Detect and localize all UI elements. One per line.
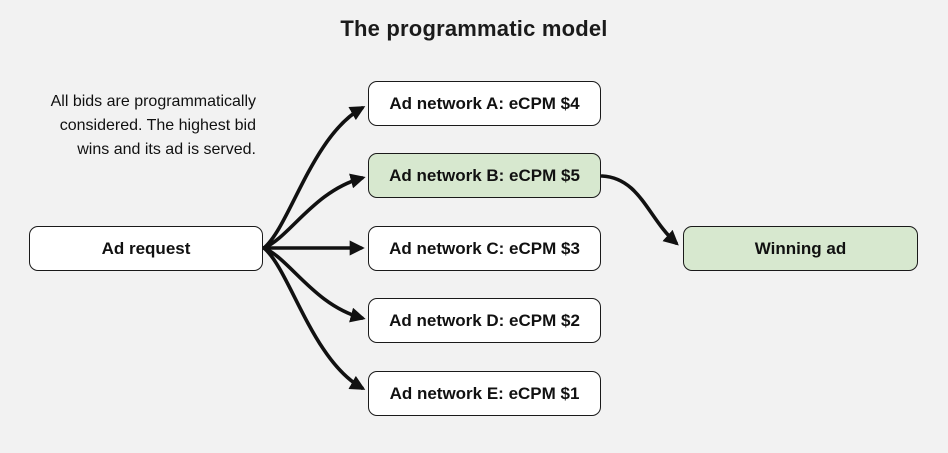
note-line-1: All bids are programmatically — [50, 93, 256, 110]
node-ad-network-e-label: Ad network E: eCPM $1 — [389, 383, 580, 403]
node-winning-ad: Winning ad — [683, 226, 918, 271]
node-ad-network-c: Ad network C: eCPM $3 — [368, 226, 601, 271]
page-title: The programmatic model — [340, 16, 608, 41]
arrow-ad-request-to-network-a — [262, 106, 366, 250]
node-ad-network-b-highest-bid: Ad network B: eCPM $5 — [368, 153, 601, 198]
explanation-note: All bids are programmatically considered… — [0, 90, 256, 162]
node-ad-network-a-label: Ad network A: eCPM $4 — [389, 93, 580, 113]
node-ad-request: Ad request — [29, 226, 263, 271]
node-ad-network-d-label: Ad network D: eCPM $2 — [389, 310, 580, 330]
node-winning-ad-label: Winning ad — [754, 238, 847, 258]
note-line-2: considered. The highest bid — [59, 117, 256, 134]
node-ad-network-a: Ad network A: eCPM $4 — [368, 81, 601, 126]
note-line-3: wins and its ad is served. — [77, 141, 256, 158]
node-ad-request-label: Ad request — [101, 238, 191, 258]
node-ad-network-c-label: Ad network C: eCPM $3 — [389, 238, 580, 258]
arrow-ad-request-to-network-d — [262, 246, 366, 323]
node-ad-network-e: Ad network E: eCPM $1 — [368, 371, 601, 416]
node-ad-network-d: Ad network D: eCPM $2 — [368, 298, 601, 343]
arrow-network-b-to-winning-ad — [600, 174, 679, 246]
arrow-ad-request-to-network-b — [262, 173, 366, 250]
node-ad-network-b-label: Ad network B: eCPM $5 — [389, 165, 580, 185]
arrow-ad-request-to-network-e — [262, 246, 366, 390]
